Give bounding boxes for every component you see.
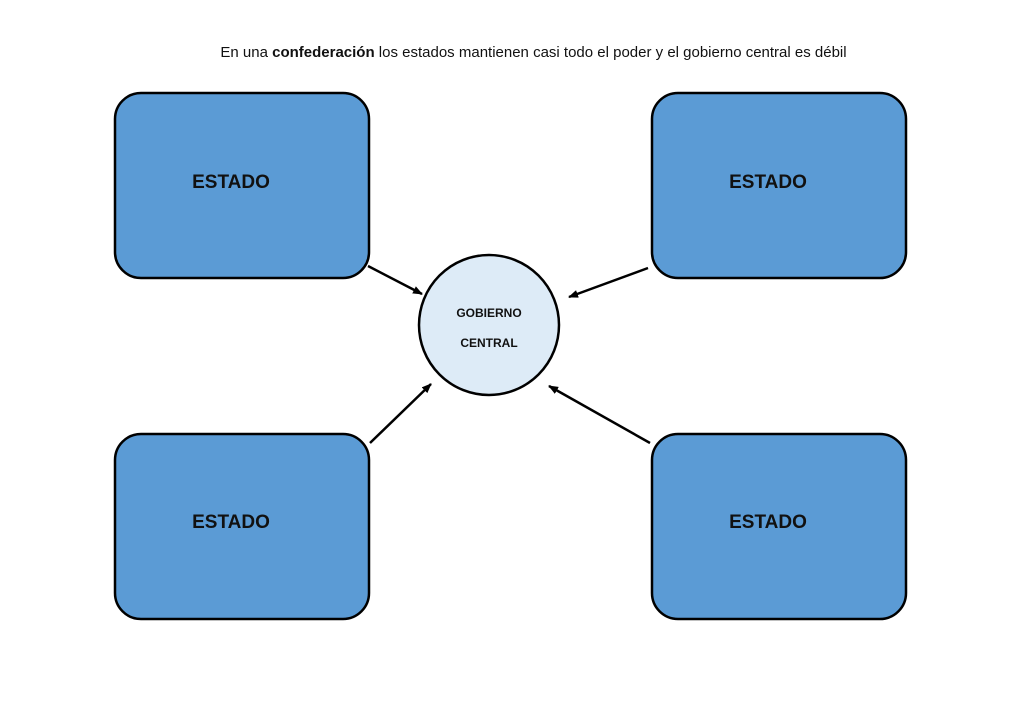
diagram-title: En una confederación los estados mantien… [0,44,1024,61]
state-label: ESTADO [729,172,807,193]
arrow-top-left [367,264,423,296]
state-box-top-left: ESTADO [113,91,371,280]
arrow-bottom-right [548,384,651,445]
center-label-line1: GOBIERNO [456,306,521,320]
arrow-bottom-left [369,383,432,444]
state-box-bottom-left: ESTADO [113,432,371,621]
center-label-line2: CENTRAL [460,336,517,350]
state-label: ESTADO [192,172,270,193]
arrow-top-right [568,266,649,299]
title-suffix: los estados mantienen casi todo el poder… [374,44,847,61]
title-prefix: En una [220,44,273,61]
state-label: ESTADO [729,512,807,533]
title-emphasis: confederación [272,44,375,61]
state-box-bottom-right: ESTADO [650,432,908,621]
central-government-node: GOBIERNO CENTRAL [417,253,561,397]
state-label: ESTADO [192,512,270,533]
state-box-top-right: ESTADO [650,91,908,280]
